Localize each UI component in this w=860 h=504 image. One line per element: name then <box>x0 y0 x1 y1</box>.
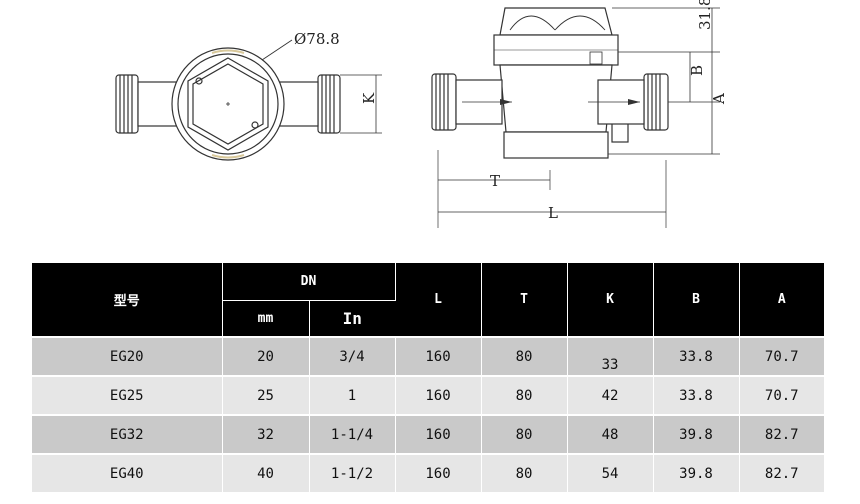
top-view-drawing <box>115 39 382 161</box>
inch-cell: 1-1/2 <box>309 453 396 492</box>
a-cell: 82.7 <box>739 414 824 454</box>
inch-cell: 1-1/4 <box>309 414 396 454</box>
t-cell: 80 <box>481 336 568 376</box>
a-cell: 70.7 <box>739 375 824 415</box>
b-cell: 33.8 <box>653 336 740 376</box>
b-dimension-label: B <box>688 65 706 76</box>
t-dimension-label: T <box>490 172 500 190</box>
in-header: In <box>309 299 395 337</box>
dn-header: DN <box>222 263 396 300</box>
k-cell: 42 <box>567 375 654 415</box>
k-value: 33 <box>601 356 619 373</box>
b-cell: 33.8 <box>653 375 740 415</box>
a-cell: 70.7 <box>739 336 824 376</box>
b-header: B <box>653 263 740 337</box>
l-header: L <box>395 263 482 337</box>
table-row: EG40 40 1-1/2 160 80 54 39.8 82.7 <box>32 453 824 492</box>
side-view-drawing <box>431 7 720 228</box>
l-cell: 160 <box>395 375 482 415</box>
l-cell: 160 <box>395 336 482 376</box>
table-row: EG32 32 1-1/4 160 80 48 39.8 82.7 <box>32 414 824 454</box>
model-cell: EG25 <box>32 375 223 415</box>
a-dimension-label: A <box>710 93 728 105</box>
t-cell: 80 <box>481 453 568 492</box>
k-cell: 48 <box>567 414 654 454</box>
table-row: EG20 20 3/4 160 80 33 33.8 70.7 <box>32 336 824 376</box>
k-header: K <box>567 263 654 337</box>
t-cell: 80 <box>481 414 568 454</box>
table-row: EG25 25 1 160 80 42 33.8 70.7 <box>32 375 824 415</box>
model-header: 型号 <box>32 263 223 337</box>
inch-cell: 3/4 <box>309 336 396 376</box>
spec-table: 型号 DN L T K B A mm In EG20 20 3/4 160 80… <box>32 263 824 492</box>
model-cell: EG20 <box>32 336 223 376</box>
mm-cell: 32 <box>222 414 310 454</box>
t-header: T <box>481 263 568 337</box>
mm-cell: 25 <box>222 375 310 415</box>
k-cell: 54 <box>567 453 654 492</box>
t-cell: 80 <box>481 375 568 415</box>
mm-cell: 20 <box>222 336 310 376</box>
b-cell: 39.8 <box>653 414 740 454</box>
inch-cell: 1 <box>309 375 396 415</box>
mm-cell: 40 <box>222 453 310 492</box>
a-cell: 82.7 <box>739 453 824 492</box>
l-dimension-label: L <box>548 204 558 222</box>
height-dimension-label: 31.8 <box>696 0 714 30</box>
k-cell: 33 <box>567 336 654 376</box>
a-header: A <box>739 263 824 337</box>
l-cell: 160 <box>395 414 482 454</box>
mm-header: mm <box>222 299 310 337</box>
model-cell: EG40 <box>32 453 223 492</box>
l-cell: 160 <box>395 453 482 492</box>
technical-drawings: Ø78.8 K <box>115 0 728 228</box>
diameter-label: Ø78.8 <box>294 30 340 48</box>
k-dimension-label: K <box>360 92 378 104</box>
b-cell: 39.8 <box>653 453 740 492</box>
model-cell: EG32 <box>32 414 223 454</box>
